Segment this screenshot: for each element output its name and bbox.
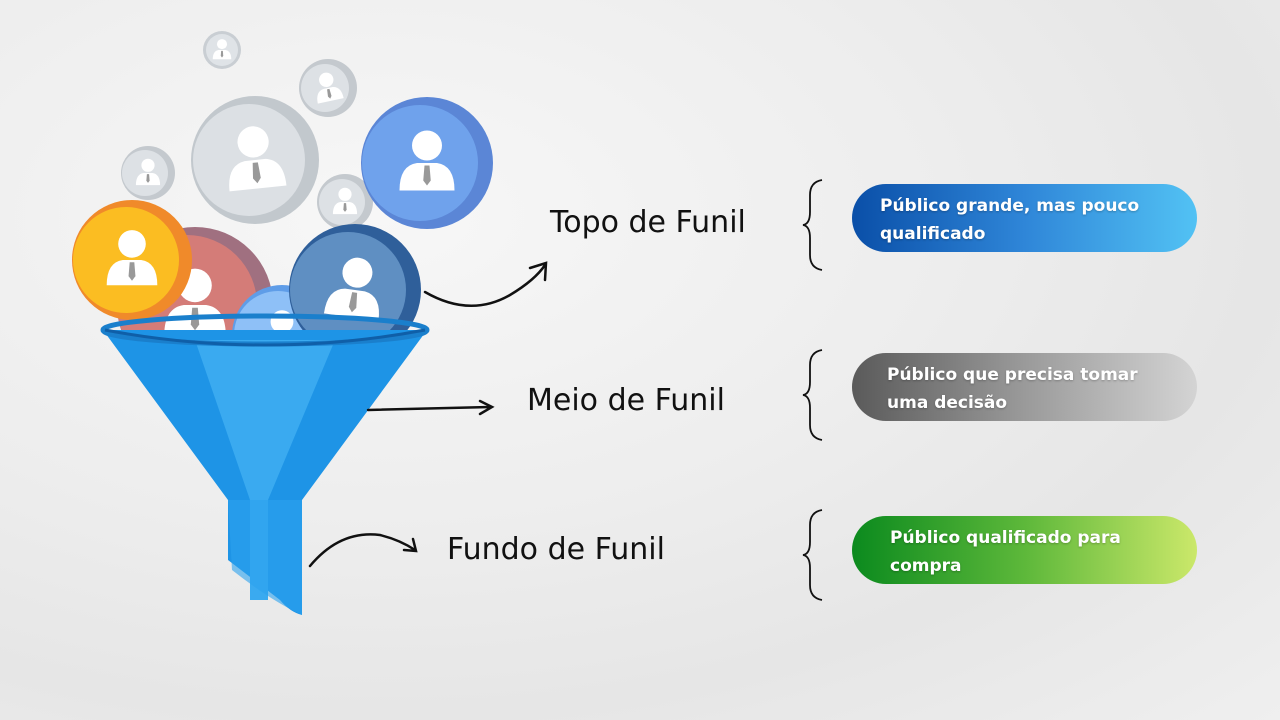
stage-description-bottom: Público qualificado para compra [852,516,1197,584]
brace-middle [802,349,823,441]
stage-label-top: Topo de Funil [550,205,746,240]
person-icon [317,174,373,230]
person-icon [121,146,175,200]
brace-bottom [802,509,823,601]
stage-description-top: Público grande, mas pouco qualificado [852,184,1197,252]
person-icon [72,200,192,320]
braces [802,179,823,601]
stage-description-middle: Público que precisa tomar uma decisão [852,353,1197,421]
arrow-middle [366,399,495,416]
arrow-bottom [308,533,418,568]
brace-top [802,179,823,271]
person-icon [203,31,241,69]
arrow-top [423,261,548,307]
stage-label-middle: Meio de Funil [527,383,725,418]
arrows [308,261,548,568]
person-icon [299,59,357,117]
stage-label-bottom: Fundo de Funil [447,532,665,567]
person-icon [361,97,493,229]
person-icon [191,96,319,224]
funnel-icon [100,313,430,615]
